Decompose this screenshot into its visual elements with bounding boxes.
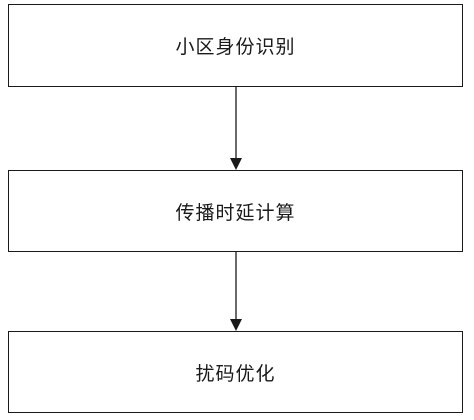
arrow-2 [230, 252, 242, 331]
arrow-head-icon [230, 319, 242, 331]
step-box-propagation-delay-calculation: 传播时延计算 [8, 170, 463, 252]
arrow-1 [230, 87, 242, 170]
arrow-head-icon [230, 158, 242, 170]
step-label: 扰码优化 [195, 362, 276, 385]
step-label: 传播时延计算 [175, 201, 296, 224]
step-box-cell-identity-recognition: 小区身份识别 [8, 4, 463, 87]
step-box-scrambling-code-optimization: 扰码优化 [8, 331, 463, 413]
step-label: 小区身份识别 [175, 36, 296, 58]
